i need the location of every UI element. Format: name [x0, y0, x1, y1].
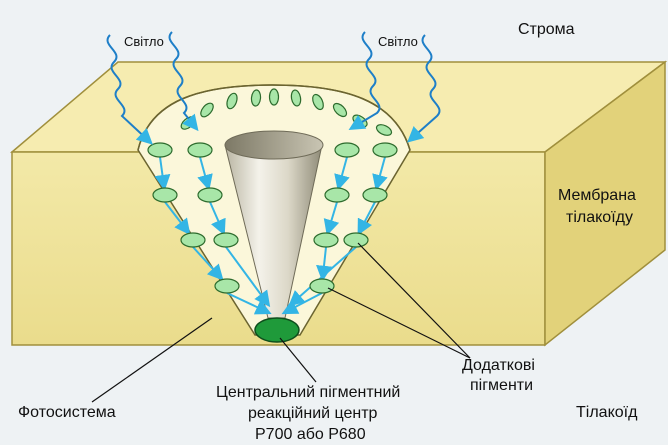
light-label-right: Світло [378, 34, 418, 49]
accessory-pigment [197, 187, 223, 203]
accessory-pigment [313, 232, 339, 248]
reaction-center [254, 317, 300, 343]
transfer-arrow [334, 156, 350, 191]
light-wave-4 [407, 34, 441, 143]
accessory-pigment [147, 142, 173, 158]
light-wave-3 [348, 31, 381, 131]
light-wave-2 [168, 31, 199, 132]
rim-pigment [250, 89, 262, 107]
accessory-pigment [362, 187, 388, 203]
accessory-pigment [213, 232, 239, 248]
leader-accessory-1 [327, 287, 471, 359]
center-label-line2: реакційний центр [248, 405, 378, 422]
rim-pigment [312, 93, 324, 111]
thylakoid-label: Тілакоїд [576, 404, 638, 421]
transfer-arrow [164, 201, 191, 236]
center-label-line1: Центральний пігментний [216, 384, 400, 401]
transfer-arrow [316, 246, 332, 282]
accessory-pigment [214, 278, 240, 294]
accessory-pigment [309, 278, 335, 294]
transfer-arrow [225, 246, 271, 308]
transfer-arrow [192, 246, 224, 281]
rim-pigment [226, 92, 238, 110]
transfer-arrow [209, 201, 226, 236]
leader-lines [91, 242, 471, 403]
accessory-label-line1: Додаткові [462, 357, 535, 374]
rim-pigment [332, 102, 348, 118]
membrane-label-line1: Мембрана [558, 187, 636, 204]
energy-transfer-arrows [154, 156, 388, 315]
center-label-line3: Р700 або Р680 [255, 426, 366, 443]
accessory-pigment [152, 187, 178, 203]
accessory-pigment [324, 187, 350, 203]
accessory-pigment [180, 232, 206, 248]
central-cone-top [224, 130, 324, 160]
accessory-pigment [343, 232, 369, 248]
light-wave-1 [106, 34, 153, 145]
accessory-pigment [372, 142, 398, 158]
transfer-arrow [154, 156, 171, 191]
rim-pigment [268, 88, 280, 106]
funnel-rim [137, 84, 411, 151]
accessory-label-line2: пігменти [470, 377, 533, 394]
accessory-pigment [187, 142, 213, 158]
light-waves [106, 31, 441, 145]
transfer-arrow [197, 156, 213, 191]
rim-pigment [200, 102, 214, 118]
transfer-arrow [372, 156, 388, 191]
transfer-arrow [226, 292, 272, 315]
rim-pigment [375, 124, 393, 136]
rim-pigment [290, 89, 302, 107]
accessory-pigments [147, 88, 398, 294]
light-label-left: Світло [124, 34, 164, 49]
transfer-arrow [323, 201, 340, 236]
transfer-arrow [288, 246, 357, 307]
stroma-label: Строма [518, 21, 575, 38]
leader-center [279, 337, 317, 383]
leader-photosystem [91, 317, 213, 403]
membrane-side-face [544, 60, 666, 347]
photosystem-label: Фотосистема [18, 404, 116, 421]
accessory-pigment [334, 142, 360, 158]
transfer-arrow [357, 201, 376, 236]
membrane-label-line2: тілакоїду [566, 209, 633, 226]
leader-accessory-2 [357, 242, 471, 359]
